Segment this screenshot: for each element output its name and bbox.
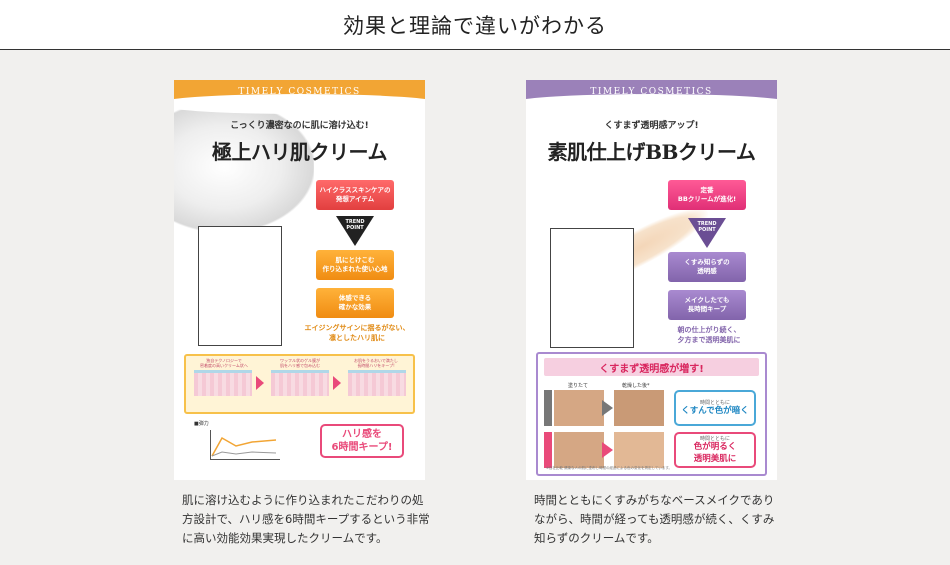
swatch-after (614, 432, 664, 468)
bubble-main: くすんで色が暗く (681, 405, 749, 416)
result-panel: ■弾力 ハリ感を 6時間キープ! (184, 416, 415, 474)
brand-bar-curve (174, 94, 425, 114)
skin-caption-2: ワッフル状のゲル膜が 肌をハリ感で包み込む (280, 358, 320, 368)
column-label-after: 乾燥した後* (622, 383, 650, 389)
feature-point-2: 肌にとけこむ 作り込まれた使い心地 (316, 250, 394, 280)
arrow-right-icon (602, 442, 613, 458)
section-title: 効果と理論で違いがわかる (343, 13, 607, 38)
product-card-bb-cream: TIMELY COSMETICS くすまず透明感アップ! 素肌仕上げBBクリーム… (526, 80, 777, 480)
product-note: 朝の仕上がり続く、 夕方まで透明美肌に (677, 326, 741, 344)
feature-point-1: ハイクラススキンケアの 発想アイテム (316, 180, 394, 210)
product-card-hari-cream: TIMELY COSMETICS こっくり濃密なのに肌に溶け込む! 極上ハリ肌ク… (174, 80, 425, 480)
trend-point-arrow-icon: TREND POINT (336, 216, 374, 246)
comparison-row-product (544, 432, 664, 468)
skin-layer-illustration (194, 370, 252, 396)
arrow-right-icon (256, 376, 264, 390)
brand-name: TIMELY COSMETICS (238, 87, 361, 97)
feature-point-3: 体感できる 確かな効果 (316, 288, 394, 318)
skin-layer-illustration (348, 370, 406, 396)
arrow-right-icon (333, 376, 341, 390)
skin-diagram-panel: 独自テクノロジーで 密着度の高いクリーム状へ ワッフル状のゲル膜が 肌をハリ感で… (184, 354, 415, 414)
skin-layer-illustration (271, 370, 329, 396)
skin-caption-3: お肌をうるおいで満たし 長時間ハリをキープ! (354, 358, 398, 368)
arrow-right-icon (602, 400, 613, 416)
feature-point-3: メイクしたても 長時間キープ (668, 290, 746, 320)
graph-title: ■弾力 (194, 421, 209, 427)
bubble-main: 色が明るく 透明美肌に (693, 442, 737, 464)
product-note: エイジングサインに揺るがない、 凛としたハリ肌に (304, 324, 410, 342)
fine-print: ※自社比較 健康な人の肌に塗布し時間の経過による色の変化を測定しています。 (546, 466, 672, 471)
brand-bar-curve (526, 94, 777, 114)
feature-point-1: 定番 BBクリームが進化! (668, 180, 746, 210)
keep-callout: ハリ感を 6時間キープ! (320, 424, 404, 458)
section-header: 効果と理論で違いがわかる (0, 0, 950, 50)
swatch-before (554, 390, 604, 426)
product-image-placeholder (550, 228, 634, 348)
result-bubble-dull: 時間とともに くすんで色が暗く (674, 390, 756, 426)
product-title: 極上ハリ肌クリーム (212, 140, 387, 164)
swatch-before (554, 432, 604, 468)
brand-name: TIMELY COSMETICS (590, 87, 713, 97)
cream-texture-image (174, 102, 314, 232)
elasticity-graph: ■弾力 (190, 420, 290, 470)
bubble-sub: 時間とともに (699, 399, 730, 406)
column-label-applied: 塗りたて (568, 383, 589, 389)
product-tagline: こっくり濃密なのに肌に溶け込む! (230, 121, 369, 131)
swatch-after (614, 390, 664, 426)
graph-axes (210, 430, 280, 460)
feature-point-2: くすみ知らずの 透明感 (668, 252, 746, 282)
product-tagline: くすまず透明感アップ! (604, 121, 699, 131)
comparison-panel: くすまず透明感が増す! 塗りたて 乾燥した後* 時間とともに くすんで色が暗く … (536, 352, 767, 476)
panel-title: くすまず透明感が増す! (544, 358, 759, 376)
trend-point-arrow-icon: TREND POINT (688, 218, 726, 248)
product-description-hari-cream: 肌に溶け込むように作り込まれたこだわりの処方設計で、ハリ感を6時間キープするとい… (182, 493, 430, 545)
comparison-row-ordinary (544, 390, 664, 426)
skin-caption-1: 独自テクノロジーで 密着度の高いクリーム状へ (200, 358, 248, 368)
product-description-bb-cream: 時間とともにくすみがちなベースメイクでありながら、時間が経っても透明感が続く、く… (534, 493, 775, 545)
product-title: 素肌仕上げBBクリーム (547, 140, 756, 164)
bubble-sub: 時間とともに (699, 436, 730, 443)
graph-line-icon (211, 436, 277, 457)
product-image-placeholder (198, 226, 282, 346)
result-bubble-bright: 時間とともに 色が明るく 透明美肌に (674, 432, 756, 468)
